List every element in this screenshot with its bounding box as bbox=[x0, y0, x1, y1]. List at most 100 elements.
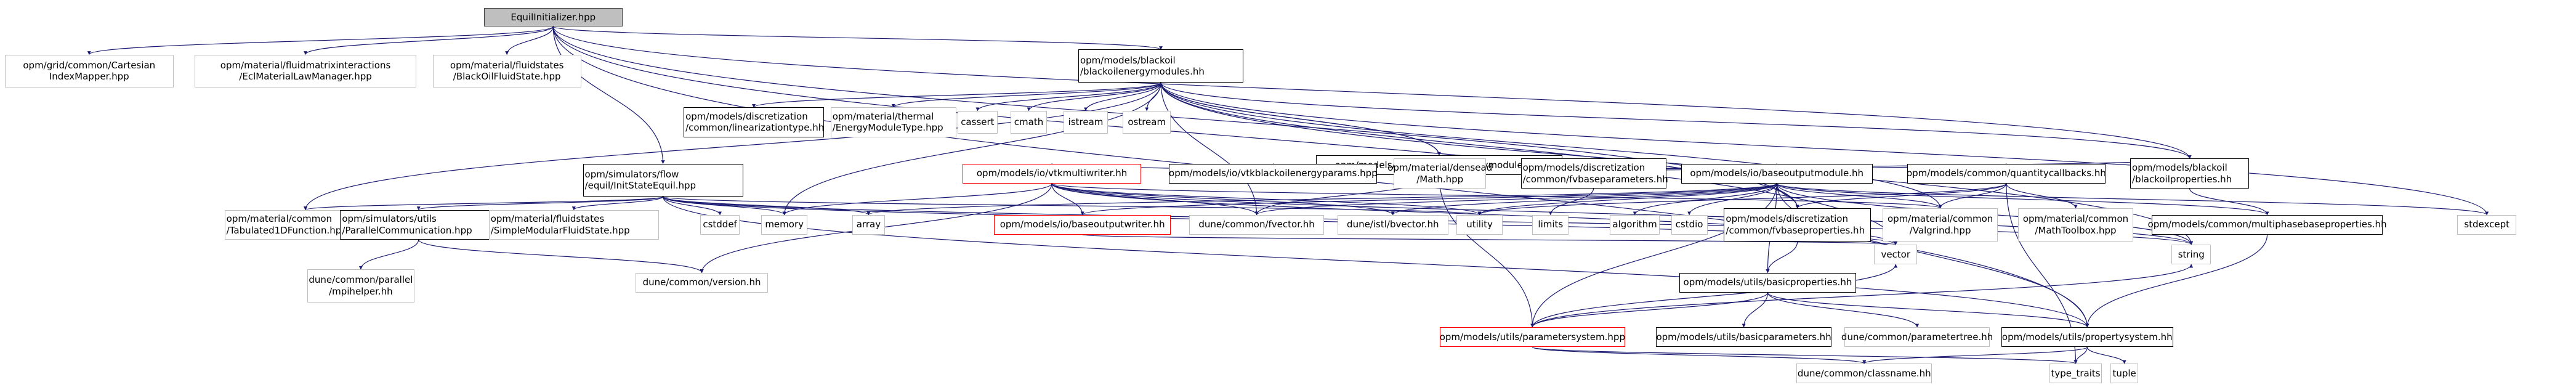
node-linearization[interactable]: opm/models/discretization /common/linear… bbox=[684, 107, 824, 137]
edge-baseoutputmodule-to-algorithm bbox=[1633, 183, 1777, 216]
edge-multiphase-to-propsystem bbox=[2085, 234, 2268, 328]
edge-propsystem-to-classname bbox=[1862, 346, 2088, 364]
edge-blackoilprops-to-multiphase bbox=[2189, 188, 2269, 216]
node-paramsystem[interactable]: opm/models/utils/parametersystem.hpp bbox=[1440, 327, 1625, 347]
node-classname[interactable]: dune/common/classname.hh bbox=[1796, 364, 1932, 384]
edge-paramsystem-to-vector bbox=[1532, 264, 1898, 328]
edge-propsystem-to-type_traits bbox=[2073, 347, 2088, 364]
edge-vtkenergymodule-to-energymodules bbox=[1159, 82, 1440, 156]
edge-energymodules-to-valgrind bbox=[1160, 83, 1942, 209]
node-energymoduletype[interactable]: opm/material/thermal /EnergyModuleType.h… bbox=[830, 107, 956, 137]
node-array[interactable]: array bbox=[852, 214, 886, 235]
node-type-traits[interactable]: type_traits bbox=[2049, 364, 2102, 384]
edge-baseoutputmodule-to-bvector bbox=[1391, 183, 1777, 216]
edge-propsystem-to-tuple bbox=[2086, 347, 2126, 364]
node-memory[interactable]: memory bbox=[761, 214, 808, 235]
edge-baseoutputmodule-to-propsystem bbox=[1776, 183, 2089, 328]
node-valgrind[interactable]: opm/material/common /Valgrind.hpp bbox=[1882, 208, 1998, 242]
edge-energymodules-to-cassert bbox=[975, 82, 1161, 112]
node-initstate[interactable]: opm/simulators/flow /equil/InitStateEqui… bbox=[583, 163, 743, 197]
node-root[interactable]: EquilInitializer.hpp bbox=[483, 8, 623, 26]
edge-vtkmultiwriter-to-baseoutputwriter bbox=[1051, 183, 1084, 216]
node-basicprops[interactable]: opm/models/utils/basicproperties.hh bbox=[1679, 272, 1856, 293]
node-propsystem[interactable]: opm/models/utils/propertysystem.hh bbox=[2001, 327, 2173, 347]
edge-root-to-initstate bbox=[552, 26, 665, 165]
node-mpihelper[interactable]: dune/common/parallel /mpihelper.hh bbox=[307, 269, 415, 303]
edge-baseoutputmodule-to-utility bbox=[1477, 183, 1777, 216]
node-fvbaseparams[interactable]: opm/models/discretization /common/fvbase… bbox=[1520, 158, 1668, 189]
node-cmath[interactable]: cmath bbox=[1011, 110, 1047, 134]
edge-initstate-to-memory bbox=[662, 196, 786, 216]
edge-baseoutputmodule-to-array bbox=[866, 183, 1777, 216]
edge-baseoutputmodule-to-stdexcept bbox=[1776, 183, 2489, 216]
edge-baseoutputmodule-to-baseoutputwriter bbox=[1080, 183, 1777, 216]
node-basicparams[interactable]: opm/models/utils/basicparameters.hh bbox=[1656, 327, 1831, 347]
edge-paramsystem-to-type_traits bbox=[1532, 346, 2078, 364]
edge-vtkmultiwriter-to-bvector bbox=[1051, 183, 1395, 216]
edge-root-to-cartesian bbox=[87, 26, 554, 55]
edge-energymodules-to-energymoduletype bbox=[891, 82, 1161, 108]
edge-initstate-to-simplemodular bbox=[571, 196, 664, 211]
edge-quantitycallbacks-to-mathtoolbox bbox=[2006, 183, 2078, 209]
node-paramtree[interactable]: dune/common/parametertree.hh bbox=[1841, 327, 1993, 347]
edge-parallelcomm-to-mpihelper bbox=[358, 239, 419, 270]
node-istream[interactable]: istream bbox=[1063, 110, 1108, 134]
node-vector[interactable]: vector bbox=[1874, 244, 1918, 265]
edge-root-to-eclmat bbox=[304, 26, 554, 55]
edge-initstate-to-utility bbox=[662, 196, 1482, 216]
node-blackoilprops[interactable]: opm/models/blackoil /blackoilproperties.… bbox=[2130, 158, 2250, 189]
edge-baseoutputwriter-to-vector bbox=[1082, 234, 1897, 245]
node-string[interactable]: string bbox=[2171, 244, 2211, 265]
node-baseoutputmodule[interactable]: opm/models/io/baseoutputmodule.hh bbox=[1681, 163, 1873, 184]
node-stdexcept[interactable]: stdexcept bbox=[2457, 214, 2517, 235]
edge-baseoutputmodule-to-multiphase bbox=[1776, 183, 2269, 216]
edge-basicprops-to-propsystem bbox=[1767, 292, 2089, 328]
edge-initstate-to-cstddef bbox=[662, 196, 722, 216]
edge-fvbaseparams-to-limits bbox=[1548, 188, 1594, 216]
node-cstdio[interactable]: cstdio bbox=[1671, 214, 1708, 235]
node-bvector[interactable]: dune/istl/bvector.hh bbox=[1337, 214, 1448, 235]
edge-vtkmultiwriter-to-memory bbox=[782, 183, 1052, 216]
node-baseoutputwriter[interactable]: opm/models/io/baseoutputwriter.hh bbox=[994, 214, 1171, 235]
node-multiphase[interactable]: opm/models/common/multiphasebaseproperti… bbox=[2148, 214, 2387, 235]
edge-basicprops-to-basicparams bbox=[1742, 292, 1769, 328]
node-cstddef[interactable]: cstddef bbox=[700, 214, 740, 235]
node-utility[interactable]: utility bbox=[1456, 214, 1503, 235]
edge-energymodules-to-tabulated bbox=[304, 83, 1161, 211]
node-tuple[interactable]: tuple bbox=[2110, 364, 2139, 384]
edge-baseoutputmodule-to-valgrind bbox=[1776, 183, 1942, 209]
edge-initstate-to-parallelcomm bbox=[416, 196, 664, 211]
node-cassert[interactable]: cassert bbox=[958, 110, 998, 134]
node-bofluidstate[interactable]: opm/material/fluidstates /BlackOilFluidS… bbox=[432, 54, 581, 88]
node-ostream[interactable]: ostream bbox=[1123, 110, 1171, 134]
node-limits[interactable]: limits bbox=[1532, 214, 1569, 235]
node-vtkmultiwriter[interactable]: opm/models/io/vtkmultiwriter.hh bbox=[963, 163, 1141, 184]
edge-energymodules-to-fvbaseprops bbox=[1160, 83, 1799, 209]
node-mathtoolbox[interactable]: opm/material/common /MathToolbox.hpp bbox=[2017, 208, 2134, 242]
edge-root-to-bofluidstate bbox=[505, 26, 554, 55]
node-vtkenergyparams[interactable]: opm/models/io/vtkblackoilenergyparams.hp… bbox=[1169, 163, 1378, 184]
edge-energymodules-to-blackoilprops bbox=[1160, 82, 2192, 160]
edge-vtkmultiwriter-to-utility bbox=[1051, 183, 1482, 216]
edge-root-to-energymodules bbox=[552, 26, 1163, 51]
edge-basicprops-to-paramtree bbox=[1767, 292, 1920, 328]
node-quantitycallbacks[interactable]: opm/models/common/quantitycallbacks.hh bbox=[1907, 163, 2106, 184]
node-version[interactable]: dune/common/version.hh bbox=[636, 272, 768, 293]
edge-energymodules-to-stdexcept bbox=[1160, 83, 2489, 216]
node-simplemodular[interactable]: opm/material/fluidstates /SimpleModularF… bbox=[488, 209, 659, 240]
edge-paramsystem-to-string bbox=[1532, 264, 2194, 328]
edge-energymodules-to-linearization bbox=[752, 82, 1161, 108]
node-eclmat[interactable]: opm/material/fluidmatrixinteractions /Ec… bbox=[195, 54, 416, 88]
node-fvbaseprops[interactable]: opm/models/discretization /common/fvbase… bbox=[1724, 208, 1871, 242]
edge-basicprops-to-paramsystem bbox=[1530, 292, 1769, 328]
node-algorithm[interactable]: algorithm bbox=[1610, 214, 1660, 235]
node-densead[interactable]: opm/material/densead /Math.hpp bbox=[1387, 158, 1492, 189]
node-cartesian[interactable]: opm/grid/common/Cartesian IndexMapper.hp… bbox=[5, 54, 174, 88]
node-parallelcomm[interactable]: opm/simulators/utils /ParallelCommunicat… bbox=[340, 209, 498, 240]
edge-initstate-to-tabulated bbox=[304, 196, 664, 211]
edge-root-to-blackoilprops bbox=[552, 26, 2192, 160]
node-fvector[interactable]: dune/common/fvector.hh bbox=[1189, 214, 1325, 235]
edge-baseoutputmodule-to-fvector bbox=[1254, 183, 1777, 216]
edge-fvbaseprops-to-basicprops bbox=[1766, 241, 1798, 274]
node-energymodules[interactable]: opm/models/blackoil /blackoilenergymodul… bbox=[1078, 49, 1244, 83]
